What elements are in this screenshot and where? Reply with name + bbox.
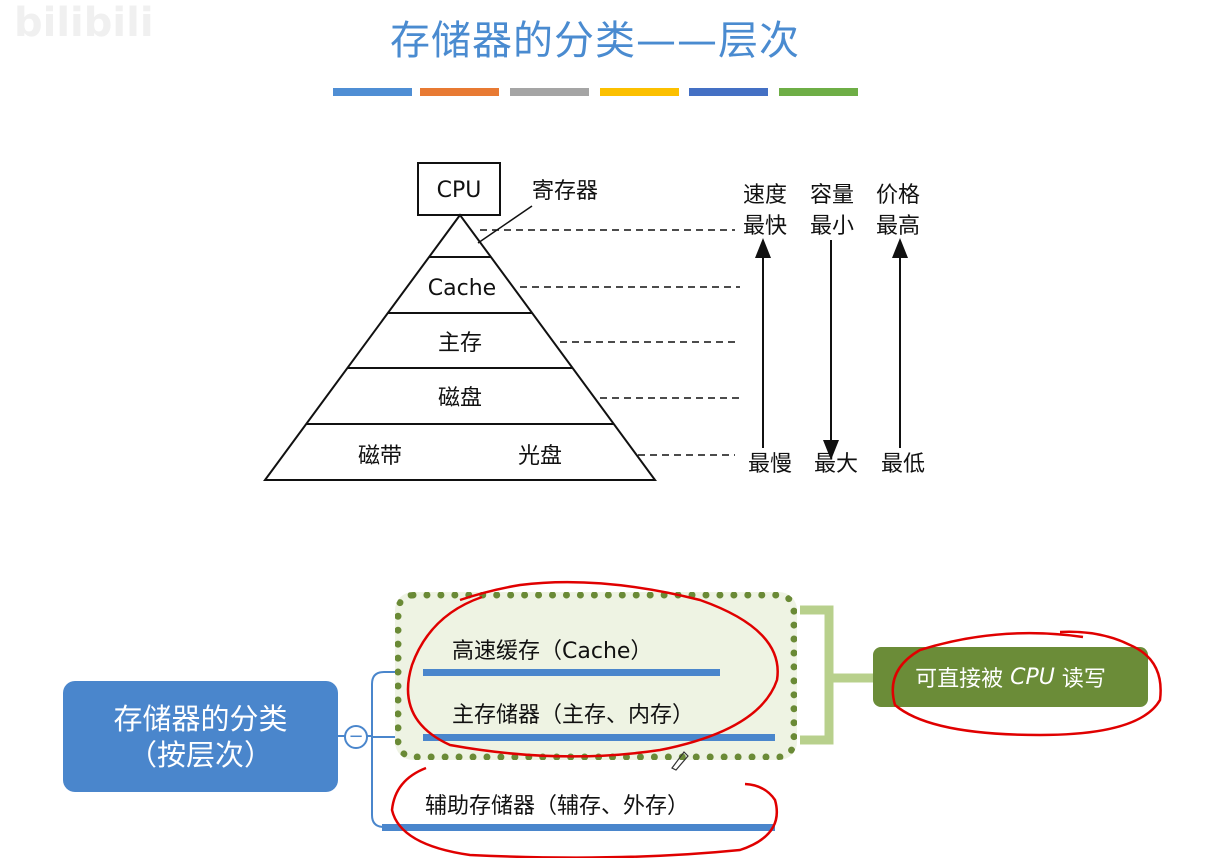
color-bar-darkblue — [689, 88, 768, 96]
metric-capacity-bottom: 最大 — [814, 452, 858, 477]
note-cpu: CPU — [1010, 664, 1055, 690]
cpu-readwrite-note[interactable]: 可直接被 CPU 读写 — [873, 647, 1148, 707]
root-node-memory-classification[interactable]: 存储器的分类 （按层次） — [63, 681, 338, 792]
collapse-toggle-button[interactable]: − — [344, 725, 368, 749]
color-bar-yellow — [600, 88, 679, 96]
node-main-memory[interactable]: 主存储器（主存、内存） — [452, 703, 695, 728]
metric-price: 价格 — [876, 183, 920, 208]
node-cache[interactable]: 高速缓存（Cache） — [452, 639, 653, 664]
node-main-memory-underline — [423, 734, 775, 741]
metric-price-top: 最高 — [876, 214, 920, 239]
node-auxiliary-memory[interactable]: 辅助存储器（辅存、外存） — [425, 794, 690, 819]
metric-price-bottom: 最低 — [881, 452, 925, 477]
level-disk: 磁盘 — [438, 386, 482, 411]
level-main-memory: 主存 — [438, 331, 482, 356]
node-auxiliary-memory-underline — [382, 824, 775, 831]
color-bar-orange — [420, 88, 499, 96]
register-leader-line — [477, 205, 533, 244]
metric-speed-top: 最快 — [743, 214, 787, 239]
metric-capacity-top: 最小 — [810, 214, 854, 239]
bilibili-watermark-logo: bilibili — [14, 0, 154, 46]
metric-speed-bottom: 最慢 — [748, 452, 792, 477]
level-optical-disk: 光盘 — [518, 444, 562, 469]
root-node-line1: 存储器的分类 — [113, 701, 288, 736]
register-label: 寄存器 — [532, 179, 598, 204]
slide-title: 存储器的分类——层次 — [390, 18, 800, 64]
color-bar-green — [779, 88, 858, 96]
metric-speed: 速度 — [743, 183, 787, 208]
group-bracket — [800, 605, 873, 745]
level-cache: Cache — [428, 276, 496, 301]
metric-capacity: 容量 — [810, 183, 854, 208]
note-suffix: 读写 — [1054, 667, 1106, 692]
cpu-label: CPU — [437, 178, 482, 203]
root-node-line2: （按层次） — [127, 737, 273, 772]
note-prefix: 可直接被 — [915, 667, 1011, 692]
level-tape: 磁带 — [358, 444, 402, 469]
color-bar-blue — [333, 88, 412, 96]
color-bar-gray — [510, 88, 589, 96]
pyramid-outline — [263, 213, 657, 481]
node-cache-underline — [423, 669, 720, 676]
